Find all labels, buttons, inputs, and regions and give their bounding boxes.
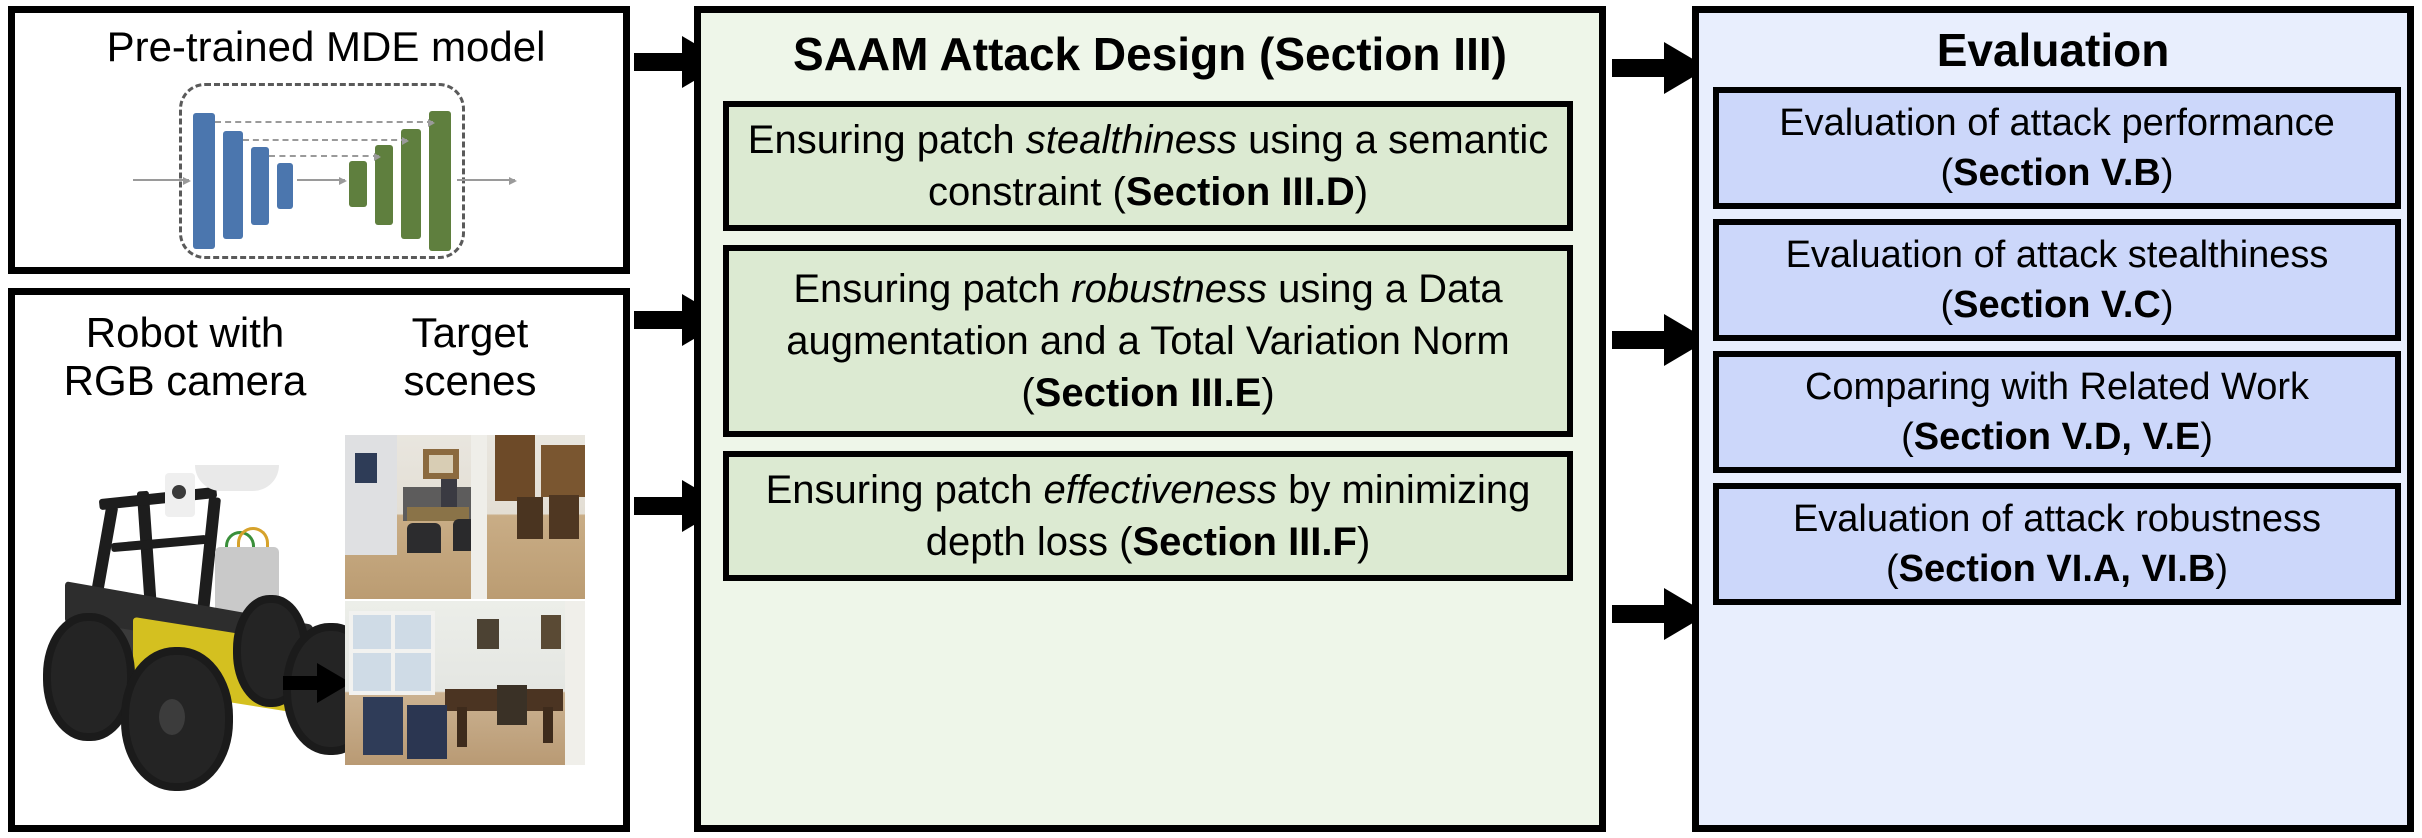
encoder-decoder-network-diagram — [127, 75, 527, 265]
design-box-effectiveness: Ensuring patch effectiveness by minimizi… — [723, 451, 1573, 581]
robot-mast-brace — [110, 534, 208, 553]
robot-wheel-hub — [159, 699, 185, 735]
evaluation-title: Evaluation — [1936, 24, 2170, 76]
robot-caption: Robot with RGB camera — [63, 309, 307, 404]
encoder-bar-2 — [223, 131, 243, 239]
robot-and-scenes-box: Robot with RGB camera Target scenes — [8, 288, 630, 832]
robot-cable-2 — [237, 527, 269, 554]
skip-connection-2 — [243, 137, 409, 145]
target-scenes-caption: Target scenes — [403, 309, 537, 404]
encoder-bar-1 — [193, 113, 215, 249]
robot-antenna-dish — [195, 465, 279, 491]
design-box-robustness: Ensuring patch robustness using a Data a… — [723, 245, 1573, 437]
saam-attack-design-panel: SAAM Attack Design (Section III) Ensurin… — [694, 6, 1606, 832]
eval-box-attack-performance: Evaluation of attack performance (Sectio… — [1713, 87, 2401, 209]
design-box-stealthiness: Ensuring patch stealthiness using a sema… — [723, 101, 1573, 231]
robot-wheel-2 — [121, 647, 233, 791]
network-bottleneck-arrow — [297, 177, 347, 185]
decoder-bar-1 — [349, 161, 367, 207]
robot-with-rgb-camera-photo — [37, 435, 379, 791]
pretrained-mde-model-box: Pre-trained MDE model — [8, 6, 630, 274]
eval-box-attack-stealthiness: Evaluation of attack stealthiness(Sectio… — [1713, 219, 2401, 341]
robot-mast-crossbar — [98, 486, 218, 511]
network-output-arrow — [457, 177, 517, 185]
skip-connection-1 — [215, 119, 435, 127]
pretrained-mde-model-title: Pre-trained MDE model — [106, 23, 546, 70]
target-scene-office-photo — [345, 435, 585, 599]
encoder-bar-4 — [277, 163, 293, 209]
eval-box-related-work: Comparing with Related Work(Section V.D,… — [1713, 351, 2401, 473]
decoder-bar-3 — [401, 129, 421, 239]
encoder-bar-3 — [251, 147, 269, 225]
eval-box-attack-robustness: Evaluation of attack robustness(Section … — [1713, 483, 2401, 605]
saam-attack-design-title: SAAM Attack Design (Section III) — [793, 28, 1507, 80]
network-dashed-boundary — [179, 83, 465, 259]
evaluation-panel: Evaluation Evaluation of attack performa… — [1692, 6, 2414, 832]
decoder-bar-4 — [429, 111, 451, 251]
decoder-bar-2 — [375, 145, 393, 225]
target-scene-dining-room-photo — [345, 601, 585, 765]
network-input-arrow — [133, 177, 191, 185]
camera-lens-icon — [172, 485, 186, 499]
skip-connection-3 — [269, 153, 381, 161]
